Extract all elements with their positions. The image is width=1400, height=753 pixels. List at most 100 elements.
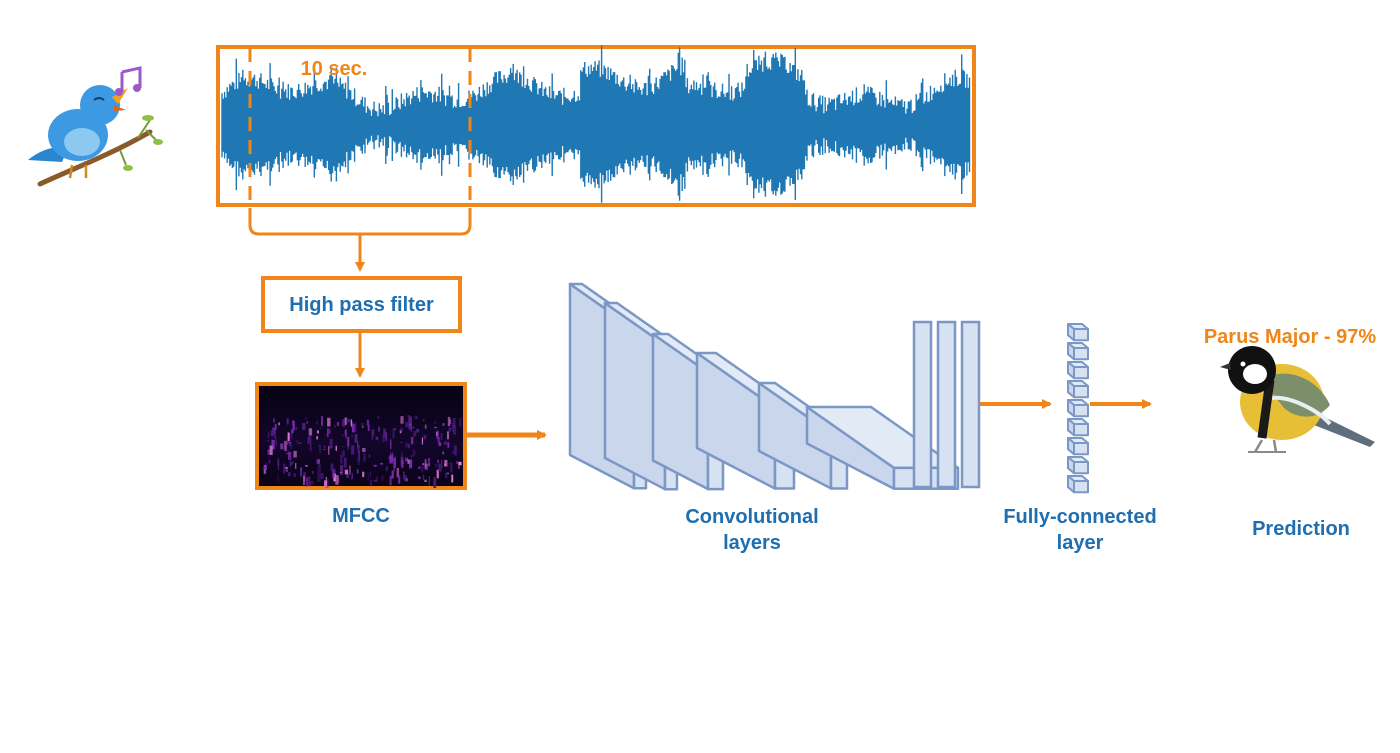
spectrogram-cell <box>418 476 421 479</box>
spectrogram-cell <box>452 422 454 432</box>
spectrogram-cell <box>405 457 408 462</box>
spectrogram-cell <box>421 464 424 473</box>
spectrogram-cell <box>356 469 359 474</box>
spectrogram-cell <box>327 429 331 434</box>
spectrogram-cell <box>436 431 438 437</box>
spectrogram-cell <box>404 475 407 482</box>
fc-node-7 <box>1067 437 1089 456</box>
spectrogram-cell <box>290 442 292 449</box>
conv-layers-stack <box>568 282 960 491</box>
spectrogram-cell <box>274 435 277 439</box>
spectrogram-cell <box>293 473 296 477</box>
spectrogram-cell <box>344 417 347 425</box>
spectrogram-cell <box>266 440 269 442</box>
flatten-bar-2 <box>936 320 957 489</box>
spectrogram-cell <box>351 434 353 438</box>
spectrogram-cell <box>362 448 366 452</box>
spectrogram-cell <box>375 436 379 440</box>
spectrogram-cell <box>274 423 277 430</box>
spectrogram-cell <box>367 472 369 481</box>
spectrogram-cell <box>273 418 275 423</box>
spectrogram-cell <box>392 428 397 431</box>
spectrogram-cell <box>409 459 413 469</box>
spectrogram-cell <box>424 424 427 429</box>
spectrogram-cell <box>307 476 311 487</box>
spectrogram-cell <box>403 471 405 480</box>
spectrogram-cell <box>341 434 344 437</box>
spectrogram-cell <box>447 442 450 448</box>
spectrogram-cell <box>392 430 395 439</box>
spectrogram-cell <box>350 422 353 425</box>
spectrogram-cell <box>407 459 410 464</box>
spectrogram-cell <box>318 445 320 447</box>
spectrogram-cell <box>332 470 335 478</box>
spectrogram-cell <box>334 425 336 428</box>
spectrogram-cell <box>267 431 270 438</box>
prediction-result: Parus Major - 97% <box>1203 326 1377 348</box>
spectrogram-cell <box>334 470 337 476</box>
spectrogram-cell <box>340 465 343 475</box>
spectrogram-cell <box>316 421 318 425</box>
spectrogram-cell <box>287 437 289 445</box>
spectrogram-cell <box>295 463 297 469</box>
spectrogram-cell <box>358 450 360 461</box>
spectrogram-cell <box>449 462 451 464</box>
fc-node-2 <box>1067 342 1089 361</box>
spectrogram-cell <box>305 417 307 420</box>
spectrogram-cell <box>407 415 410 417</box>
spectrogram-cell <box>444 463 446 466</box>
spectrogram-cell <box>287 432 290 441</box>
spectrogram-cell <box>316 436 318 440</box>
spectrogram-cell <box>270 430 275 437</box>
spectrogram-cell <box>458 462 460 469</box>
spectrogram-cell <box>448 427 452 432</box>
spectrogram-cell <box>268 459 271 464</box>
spectrogram-cell <box>322 448 327 450</box>
spectrogram-cell <box>363 453 366 462</box>
spectrogram-cell <box>357 441 359 449</box>
spectrogram-cell <box>285 466 288 469</box>
spectrogram-cell <box>408 423 411 430</box>
spectrogram-cell <box>327 428 329 438</box>
spectrogram-cell <box>320 473 324 479</box>
fc-node-6 <box>1067 418 1089 437</box>
spectrogram-cell <box>447 431 449 440</box>
spectrogram-cell <box>368 454 370 458</box>
spectrogram-cell <box>383 428 386 437</box>
spectrogram-cell <box>423 419 425 422</box>
spectrogram-cell <box>347 436 350 447</box>
fc-label: Fully-connected layer <box>1003 506 1157 554</box>
spectrogram-cell <box>414 416 418 420</box>
spectrogram-cell <box>342 450 345 457</box>
spectrogram-cell <box>357 457 361 465</box>
spectrogram-cell <box>290 433 293 439</box>
spectrogram-cell <box>385 466 389 471</box>
flatten-bar-1 <box>912 320 933 489</box>
spectrogram-cell <box>440 433 443 440</box>
fc-node-1 <box>1067 323 1089 342</box>
spectrogram-cell <box>418 466 421 469</box>
spectrogram-cell <box>329 438 333 449</box>
spectrogram-cell <box>319 445 322 453</box>
segment-bracket <box>248 208 472 236</box>
fc-layer-nodes <box>1067 323 1089 494</box>
conv-label: Convolutional layers <box>685 506 819 554</box>
spectrogram-cell <box>275 439 277 446</box>
spectrogram-cell <box>272 427 275 429</box>
spectrogram-cell <box>411 426 415 429</box>
spectrogram-cell <box>415 429 420 433</box>
spectrogram-cell <box>366 419 370 426</box>
spectrogram-cell <box>444 459 448 467</box>
spectrogram-cell <box>285 467 288 473</box>
spectrogram-cell <box>344 469 349 475</box>
spectrogram-cell <box>440 469 442 472</box>
spectrogram-cell <box>309 481 314 485</box>
spectrogram-cell <box>312 471 314 474</box>
spectrogram-cell <box>434 426 437 429</box>
spectrogram-cell <box>411 436 414 445</box>
spectrogram-cell <box>305 477 308 487</box>
prediction-label: Prediction <box>1252 518 1350 540</box>
spectrogram-cell <box>289 457 291 468</box>
spectrogram-cell <box>285 450 290 453</box>
